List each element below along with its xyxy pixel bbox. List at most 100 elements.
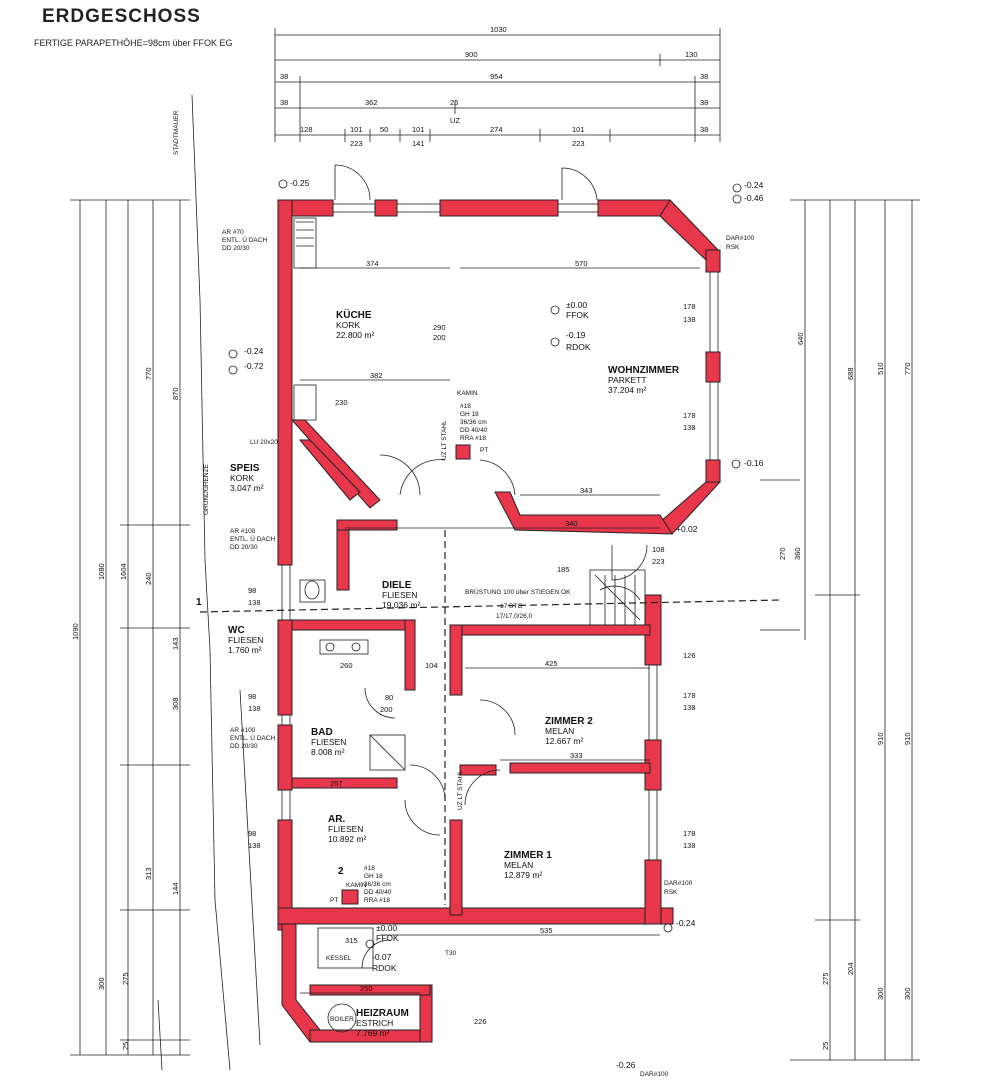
dim-185: 185: [557, 565, 570, 574]
dim-178b: 178: [683, 411, 696, 420]
dim-138a: 138: [248, 598, 261, 607]
dim-104: 104: [425, 661, 438, 670]
dim-138b: 138: [248, 704, 261, 713]
level-right-2: -0.46: [744, 193, 764, 203]
dim-left-143: 143: [171, 637, 180, 650]
level-left-2: -0.72: [244, 361, 264, 371]
dim-340: 340: [565, 519, 578, 528]
note-ar70: AR #70: [222, 229, 244, 236]
room-floor: MELAN: [545, 726, 574, 736]
note-ar70-c: DD 20/30: [222, 245, 250, 252]
level-entry: +0.02: [676, 524, 698, 534]
level-right-1: -0.24: [744, 180, 764, 190]
room-name: SPEIS: [230, 463, 260, 474]
grundgrenze-label: GRUNDGRENZE: [203, 463, 210, 515]
note-kamin-spec-b: GH 18: [460, 411, 479, 418]
note-dar100b-b: RSK: [664, 889, 678, 896]
dim-right-910b: 910: [903, 732, 912, 745]
note-kamin-spec-d: DD 40/40: [460, 427, 488, 434]
dim-top-38a: 38: [280, 72, 288, 81]
room-floor: FLIESEN: [382, 590, 417, 600]
note-ar100b-b: ENTL. Ü DACH: [230, 734, 275, 742]
room-floor: KORK: [336, 320, 360, 330]
room-floor: FLIESEN: [328, 824, 363, 834]
dim-r5-101a: 101: [350, 125, 363, 134]
dim-right-770: 770: [903, 362, 912, 375]
dim-382: 382: [370, 371, 383, 380]
dim-425: 425: [545, 659, 558, 668]
note-ar70-b: ENTL. Ü DACH: [222, 236, 267, 244]
room-name: AR.: [328, 814, 345, 825]
note-kamin2: #18: [364, 865, 375, 872]
room-bad: BAD FLIESEN 8.008 m²: [311, 727, 346, 757]
note-lu: LU 20x20: [250, 439, 278, 446]
section-lines: 1 2: [196, 530, 781, 905]
dim-left-300: 300: [97, 977, 106, 990]
room-area: 10.892 m²: [328, 834, 366, 844]
note-ar100a-c: DD 20/30: [230, 544, 258, 551]
dim-right-270: 270: [778, 547, 787, 560]
room-name: WOHNZIMMER: [608, 365, 680, 376]
dim-left-240: 240: [144, 572, 153, 585]
dim-left-308: 308: [171, 697, 180, 710]
room-wc: WC FLIESEN 1.760 m²: [228, 625, 263, 655]
top-dimension-lines: 1030 900 130 38 954 38 38 362 25 UZ 38 1…: [274, 25, 721, 148]
level-rdok: -0.19: [566, 330, 586, 340]
note-kamin-spec: #18: [460, 403, 471, 410]
dim-top-total: 1030: [490, 25, 507, 34]
note-dar100c: DAR#100: [640, 1071, 669, 1078]
dim-226: 226: [474, 1017, 487, 1026]
room-area: 7.769 m²: [356, 1028, 390, 1038]
left-dimension-labels: 1090 1080 1604 870 770 240 143 308 313 1…: [71, 110, 210, 1050]
room-area: 3.047 m²: [230, 483, 264, 493]
note-stairs: 17 STG: [500, 603, 522, 610]
dim-535: 535: [540, 926, 553, 935]
room-floor: ESTRICH: [356, 1018, 393, 1028]
right-dimension-lines: [760, 199, 920, 1061]
kamin-label-upper: KAMIN: [457, 390, 478, 397]
level-bottom: -0.26: [616, 1060, 636, 1070]
dim-178d: 178: [683, 829, 696, 838]
note-kamin2-e: RRA #18: [364, 897, 390, 904]
dim-178a: 178: [683, 302, 696, 311]
dim-570: 570: [575, 259, 588, 268]
room-name: WC: [228, 625, 245, 636]
note-uz-stahl-2: UZ LT STAHL: [457, 770, 464, 810]
level-heiz-ffok-label: FFOK: [376, 933, 399, 943]
level-ffok-label: FFOK: [566, 310, 589, 320]
note-kamin2-d: DD 40/40: [364, 889, 392, 896]
room-area: 12.667 m²: [545, 736, 583, 746]
dim-left-1604: 1604: [119, 563, 128, 580]
dim-left-25: 25: [121, 1042, 130, 1050]
dim-r5-141: 141: [412, 139, 425, 148]
dim-right-360: 360: [793, 547, 802, 560]
dim-r5-38: 38: [700, 125, 708, 134]
level-left-1: -0.24: [244, 346, 264, 356]
property-boundary: [157, 94, 261, 1071]
right-dimension-labels: 640 688 510 770 910 910 270 360 300 300 …: [778, 332, 912, 1050]
room-floor: MELAN: [504, 860, 533, 870]
dim-r4-362: 362: [365, 98, 378, 107]
dim-315: 315: [345, 936, 358, 945]
dim-left-1080: 1080: [97, 563, 106, 580]
dim-178c: 178: [683, 691, 696, 700]
dim-r4-25: 25: [450, 98, 458, 107]
dim-138d: 138: [683, 315, 696, 324]
note-kamin2-c: 36/36 cm: [364, 881, 391, 888]
dim-left-313: 313: [144, 867, 153, 880]
dim-138c: 138: [248, 841, 261, 850]
dim-200: 200: [433, 333, 446, 342]
room-floor: FLIESEN: [228, 635, 263, 645]
note-kamin-spec-e: RRA #18: [460, 435, 486, 442]
dim-80: 80: [385, 693, 393, 702]
kessel-label: KESSEL: [326, 955, 352, 962]
room-area: 22.800 m²: [336, 330, 374, 340]
dim-top-954: 954: [490, 72, 503, 81]
dim-343: 343: [580, 486, 593, 495]
dim-98c: 98: [248, 829, 256, 838]
dim-333: 333: [570, 751, 583, 760]
level-upper-left: -0.25: [290, 178, 310, 188]
dim-right-300a: 300: [876, 987, 885, 1000]
boiler-label: BOILER: [330, 1016, 354, 1023]
room-zimmer2: ZIMMER 2 MELAN 12.667 m²: [545, 716, 593, 746]
